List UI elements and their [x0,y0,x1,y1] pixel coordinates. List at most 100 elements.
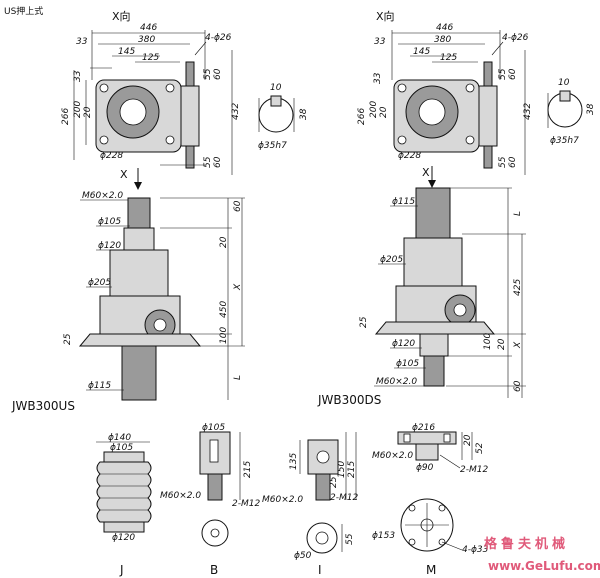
m-neck [415,443,439,461]
i-block [307,439,339,475]
m-dim-52: 52 [475,442,485,454]
left-dim-55b: 55 [203,156,213,168]
left-dim-432: 432 [231,103,241,120]
b-dim-2m12: 2-M12 [232,499,260,509]
left-screw-top [127,197,151,229]
left-dim-380: 380 [138,35,155,45]
left-dim-125: 125 [142,53,159,63]
j-dim-140: ϕ140 [108,433,131,443]
left-dim-120: ϕ120 [98,241,121,251]
left-dim-25: 25 [63,333,73,345]
left-base [78,333,202,347]
right-dim-125: 125 [440,53,457,63]
m-end-circle [400,498,454,552]
left-dim-x: X [233,283,243,291]
right-input-shaft-bottom [483,145,493,169]
right-input-shaft-top [483,61,493,87]
left-dim-205: ϕ205 [88,278,111,288]
right-dim-4-26: 4-ϕ26 [502,33,529,43]
drawing-title: US押上式 [4,5,43,17]
right-dim-145: 145 [413,47,430,57]
left-dim-m60: M60×2.0 [82,191,123,201]
j-label: J [119,563,124,577]
left-view-label: X向 [112,9,131,23]
b-dim-105: ϕ105 [202,423,225,433]
watermark-cn: 格鲁夫机械 [484,536,569,552]
left-dim-145: 145 [118,47,135,57]
left-side-view: X M60×2.0 ϕ105 ϕ120 ϕ205 25 ϕ115 60 20 4… [11,168,245,413]
j-dim-120: ϕ120 [112,533,135,543]
left-dim-55a: 55 [203,68,213,80]
left-dim-266: 266 [61,108,71,125]
left-dim-60: 60 [233,200,243,212]
left-top-view: X向 446 380 145 125 33 4-ϕ26 33 55 60 266… [61,9,241,175]
i-dim-215: 215 [347,461,357,478]
left-model-label: JWB300US [11,399,75,413]
right-dim-20: 20 [379,106,389,118]
left-key-section: 10 38 ϕ35h7 [258,83,309,151]
right-top-view: X向 446 380 145 125 33 4-ϕ26 33 55 60 266… [357,9,533,175]
detail-i: 135 150 215 25 M60×2.0 2-M12 55 ϕ50 I [262,432,358,577]
m-dim-216: ϕ216 [412,423,435,433]
left-dim-100: 100 [219,327,229,344]
j-dim-105: ϕ105 [110,443,133,453]
right-key-section: 10 38 ϕ35h7 [547,78,596,146]
left-dim-105: ϕ105 [98,217,121,227]
right-dim-55a: 55 [498,68,508,80]
left-dim-33a: 33 [76,37,88,47]
b-dim-215: 215 [243,461,253,478]
left-cylinder [109,249,169,297]
i-dim-50: ϕ50 [294,551,312,561]
right-dim-20: 20 [497,338,507,350]
left-dim-60a: 60 [213,68,223,80]
left-key-dim-10: 10 [270,83,282,93]
right-dim-266: 266 [357,108,367,125]
right-dim-60b: 60 [508,156,518,168]
detail-m: ϕ216 20 52 M60×2.0 ϕ90 2-M12 ϕ153 4-ϕ33 … [372,423,489,577]
left-dim-33b: 33 [73,70,83,82]
left-dim-228: ϕ228 [100,151,123,161]
j-top-ring [103,451,145,463]
i-dim-2m12: 2-M12 [330,493,358,503]
right-dim-228: ϕ228 [398,151,421,161]
right-side-view: X ϕ115 ϕ205 25 ϕ120 ϕ105 M60×2.0 L 425 2… [317,166,526,407]
m-dim-m60: M60×2.0 [372,451,413,461]
left-input-shaft-bottom [185,145,195,169]
right-screw-bottom [423,355,445,387]
right-dim-205: ϕ205 [380,255,403,265]
detail-b: ϕ105 215 M60×2.0 2-M12 B [160,423,260,577]
right-dim-x: X [513,341,523,349]
right-dim-200: 200 [369,101,379,118]
right-dim-105: ϕ105 [396,359,419,369]
i-dim-150: 150 [337,461,347,478]
left-lower-tube [121,345,157,401]
left-dim-200: 200 [73,101,83,118]
i-dim-55: 55 [345,533,355,545]
right-key-dim-35h7: ϕ35h7 [550,136,579,146]
right-model-label: JWB300DS [317,393,381,407]
right-dim-120: ϕ120 [392,339,415,349]
b-label: B [210,563,218,577]
b-dim-m60: M60×2.0 [160,491,201,501]
left-sleeve [123,227,155,251]
b-end-circle [201,519,229,547]
left-key-dim-38: 38 [299,108,309,120]
left-dim-20: 20 [83,106,93,118]
right-key-dim-10: 10 [558,78,570,88]
right-dim-25: 25 [359,316,369,328]
left-key-dim-35h7: ϕ35h7 [258,141,287,151]
m-dim-20: 20 [463,434,473,446]
detail-j: ϕ140 ϕ105 ϕ120 J [96,433,152,577]
left-input-shaft-top [185,61,195,87]
right-dim-380: 380 [434,35,451,45]
right-dim-33b: 33 [373,72,383,84]
right-arrow-label: X [422,166,430,179]
j-bellows [96,461,152,523]
left-dim-450: 450 [219,301,229,318]
watermark-url: www.GeLufu.com [488,559,600,573]
right-dim-60: 60 [513,380,523,392]
right-dim-l: L [513,211,523,216]
i-dim-25: 25 [329,476,339,488]
b-thread [207,473,223,501]
